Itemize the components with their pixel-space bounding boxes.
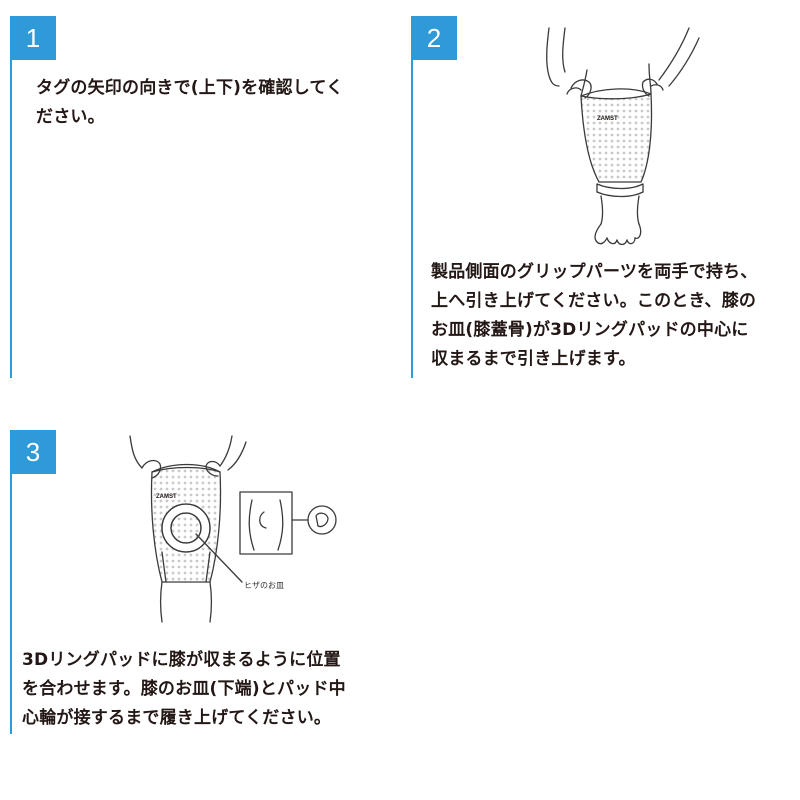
step-number-badge: 2 <box>411 16 457 60</box>
step-2: 2 <box>411 16 796 378</box>
step-divider <box>411 60 413 378</box>
brand-mark: ZAMST <box>597 116 618 122</box>
kneecap-callout-label: ヒザのお皿 <box>244 581 284 590</box>
knee-with-ring-pad-icon: ZAMST ヒザのお皿 <box>122 432 354 628</box>
step-1: 1 タグの矢印の向きで(上下)を確認してく ださい。 <box>10 16 390 378</box>
step-divider <box>10 474 12 734</box>
brand-mark: ZAMST <box>156 494 177 500</box>
step-divider <box>10 60 12 378</box>
step-number-badge: 1 <box>10 16 56 60</box>
step-instruction-text: 3Dリングパッドに膝が収まるように位置 を合わせます。膝のお皿(下端)とパッド中… <box>22 650 346 728</box>
leg-pulling-sleeve-icon: ZAMST <box>531 24 711 252</box>
step-number-badge: 3 <box>10 430 56 474</box>
step-instruction-text: 製品側面のグリップパーツを両手で持ち、 上へ引き上げてください。このとき、膝の … <box>431 262 758 369</box>
step-3: 3 <box>10 430 390 734</box>
step-instruction-text: タグの矢印の向きで(上下)を確認してく ださい。 <box>36 78 344 127</box>
